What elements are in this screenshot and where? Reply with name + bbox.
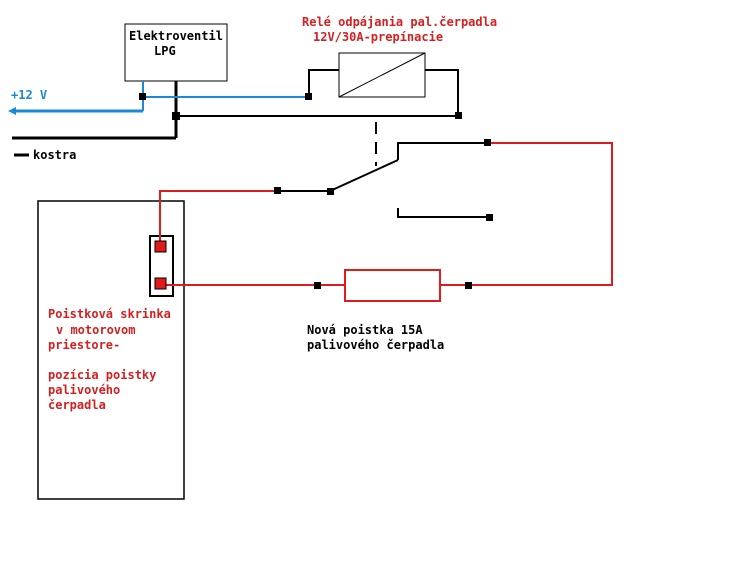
plus12v-label: +12 V xyxy=(11,88,47,102)
fuse-slot-terminal-bottom xyxy=(154,277,167,290)
fusebox-label-1: Poistková skrinka xyxy=(48,307,171,321)
fuse-slot-terminal-top xyxy=(154,240,167,253)
ground-wires xyxy=(12,69,459,140)
relay-label-1: Relé odpájania pal.čerpadla xyxy=(302,15,497,29)
relay-label-2: 12V/30A-prepínacie xyxy=(313,30,443,44)
fusebox-label-4: pozícia poistky xyxy=(48,368,156,382)
lpg-valve-box xyxy=(124,23,228,82)
fusebox-label-6: čerpadla xyxy=(48,398,106,412)
newfuse-label-2: palivového čerpadla xyxy=(307,338,444,352)
fuel-pump-wires xyxy=(159,142,613,286)
terminals xyxy=(139,93,493,289)
kostra-label: kostra xyxy=(33,148,76,162)
valve-label-1: Elektroventil xyxy=(129,29,223,43)
relay-switch xyxy=(277,122,489,218)
fusebox-label-3: priestore- xyxy=(48,338,120,352)
plus12v-wires xyxy=(12,81,309,113)
new-fuse xyxy=(344,269,441,302)
valve-label-2: LPG xyxy=(154,44,176,58)
plus12v-arrow xyxy=(8,107,16,115)
fusebox-label-5: palivového xyxy=(48,383,120,397)
fusebox-label-2: v motorovom xyxy=(56,323,135,337)
relay-coil-diagonal xyxy=(338,52,426,98)
newfuse-label-1: Nová poistka 15A xyxy=(307,323,423,337)
